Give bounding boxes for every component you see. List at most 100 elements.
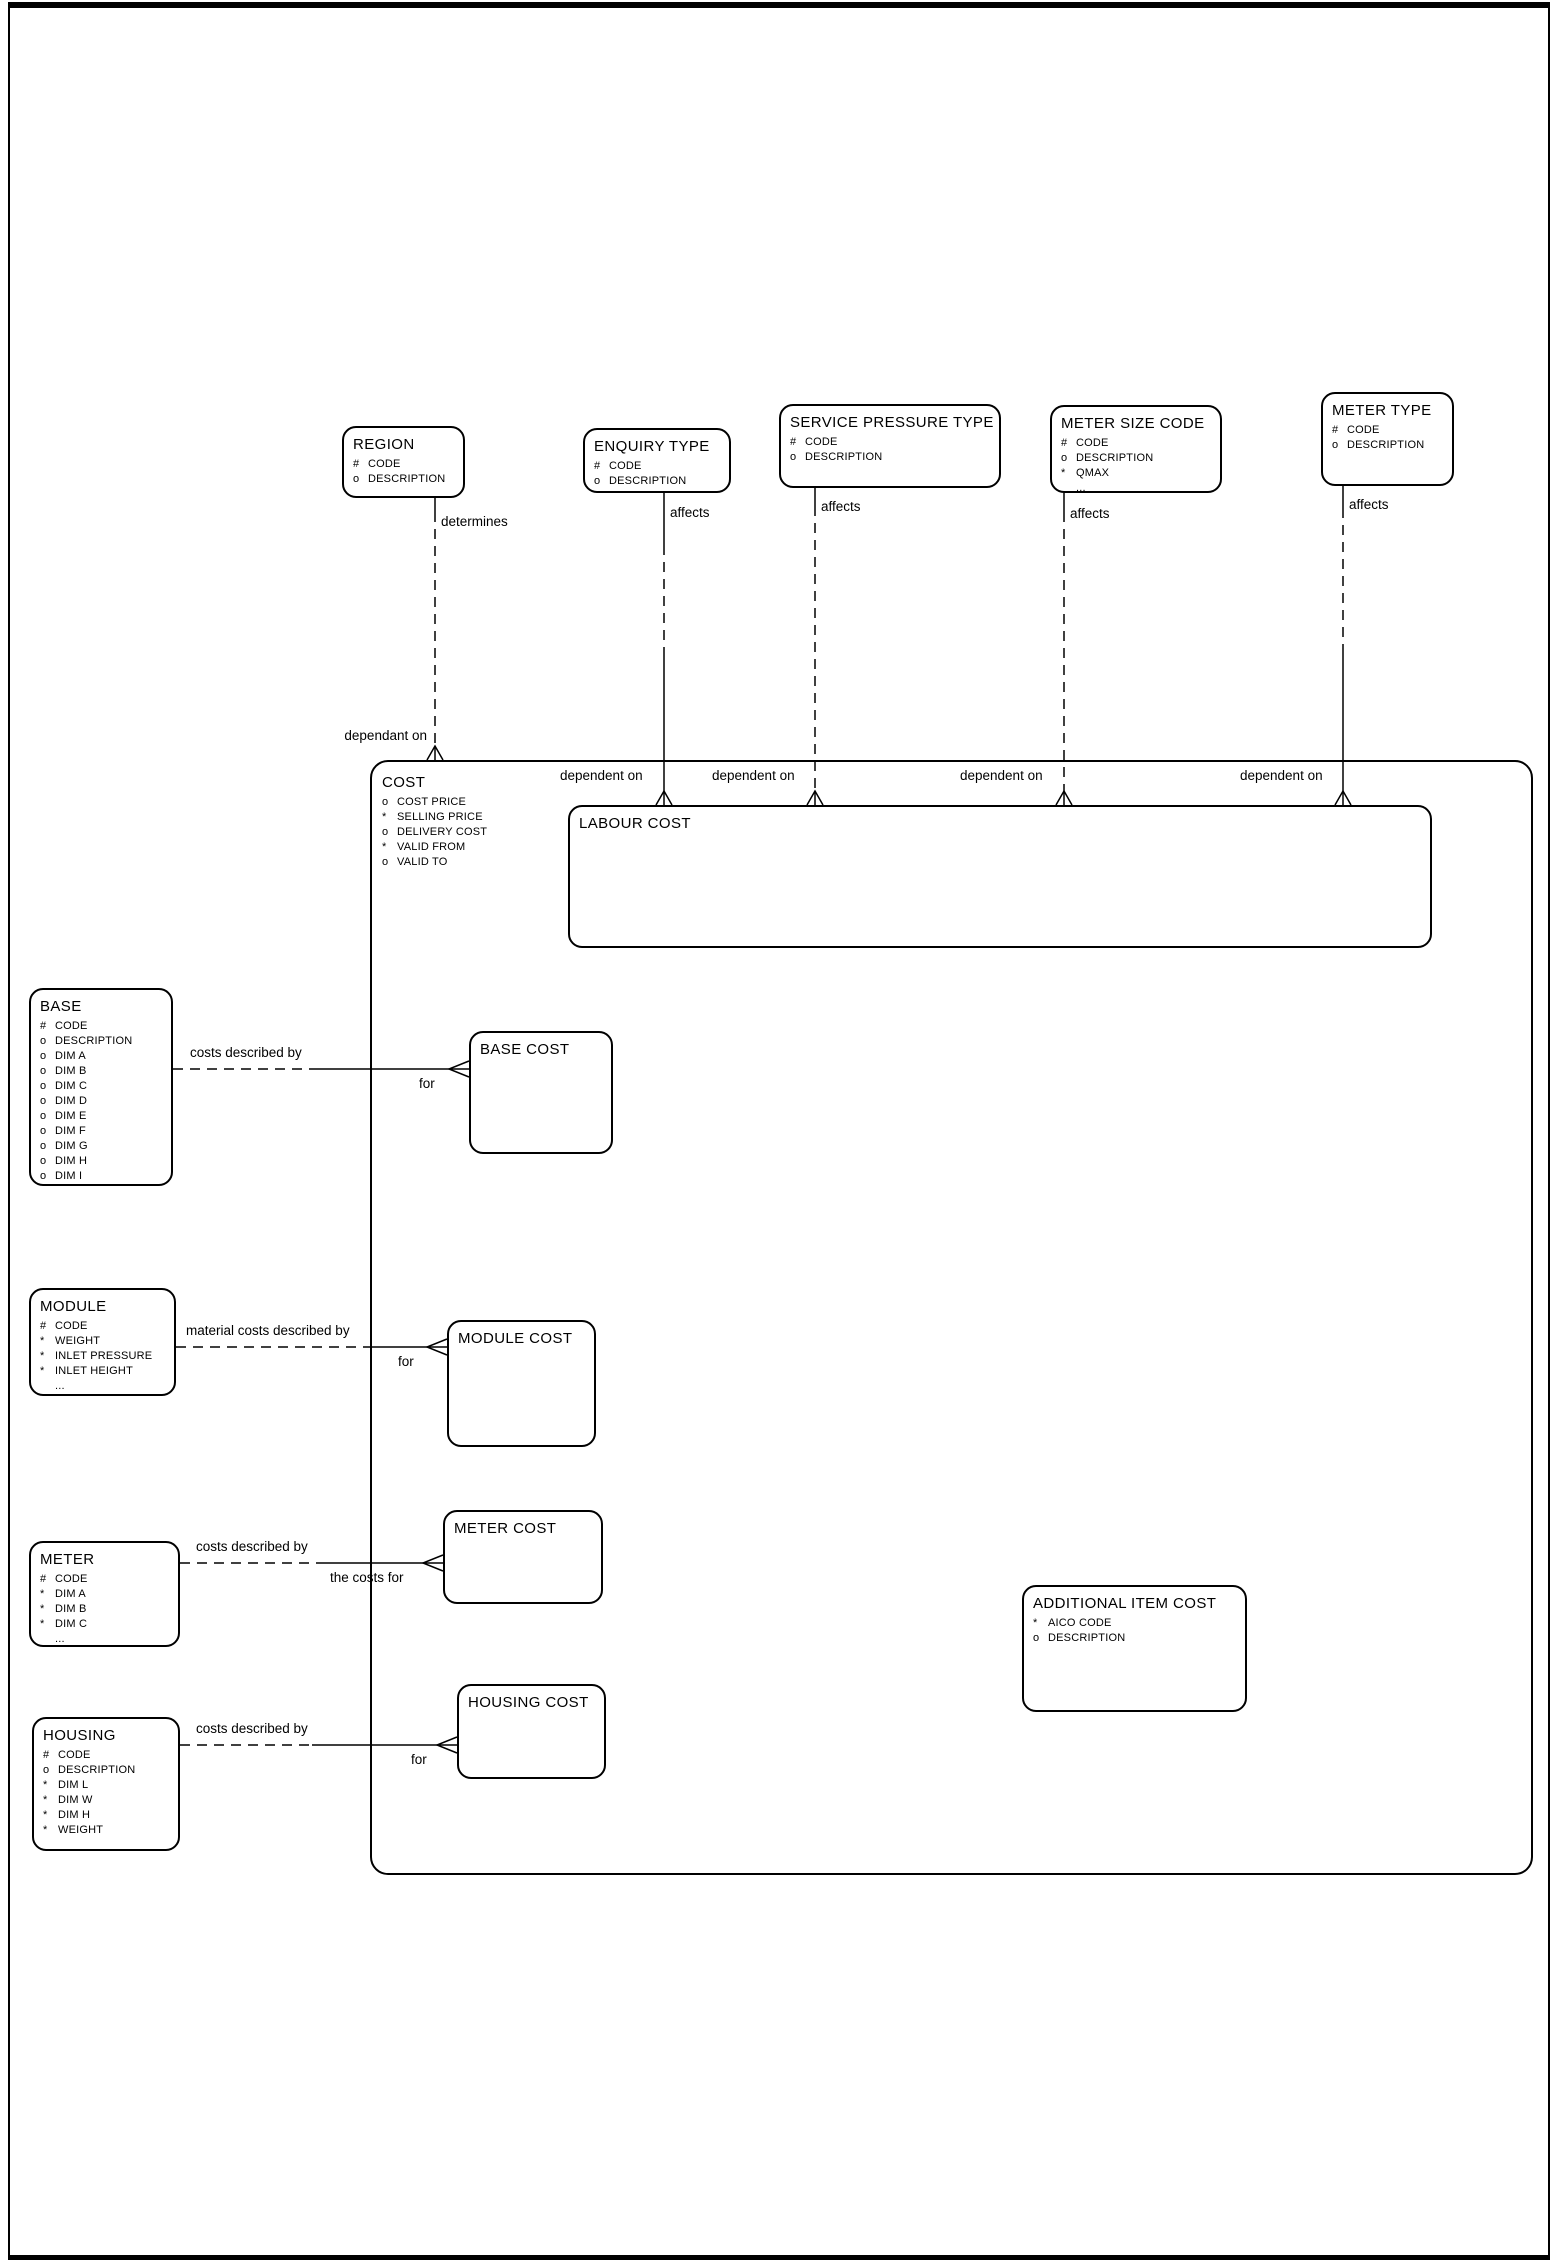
attribute-name: DESCRIPTION	[368, 473, 446, 485]
attribute-name: DIM H	[58, 1809, 91, 1821]
attribute-row: # CODE	[40, 1572, 169, 1587]
attribute-prefix: o	[40, 1035, 47, 1047]
attribute-row: o DIM C	[40, 1079, 162, 1094]
attribute-name: CODE	[368, 458, 401, 470]
attribute-name: INLET PRESSURE	[55, 1350, 153, 1362]
attribute-name: DIM G	[55, 1140, 88, 1152]
attribute-prefix: *	[40, 1335, 45, 1347]
relationship-label: costs described by	[190, 1045, 302, 1060]
relationship-label: for	[419, 1076, 435, 1091]
attribute-name: DIM D	[55, 1095, 88, 1107]
attribute-row: #CODE	[353, 457, 454, 472]
attribute-name: DIM F	[55, 1125, 86, 1137]
attribute-prefix: o	[1332, 439, 1339, 451]
attribute-name: DESCRIPTION	[1048, 1632, 1126, 1644]
attribute-name: CODE	[609, 460, 642, 472]
attribute-row: #CODE	[594, 459, 720, 474]
attribute-prefix: *	[40, 1603, 45, 1615]
entity-title: ADDITIONAL ITEM COST	[1033, 1595, 1217, 1612]
attribute-name: DIM C	[55, 1080, 88, 1092]
attribute-prefix: o	[1061, 452, 1068, 464]
attribute-prefix: o	[382, 856, 389, 868]
attribute-row: # CODE	[40, 1319, 165, 1334]
entity-labour-cost: LABOUR COST	[568, 805, 1432, 948]
attribute-name: SELLING PRICE	[397, 811, 483, 823]
attribute-name: ...	[55, 1380, 65, 1392]
attribute-prefix: *	[382, 841, 387, 853]
relationship-label: affects	[670, 505, 710, 520]
relationship-label: determines	[441, 514, 508, 529]
attribute-name: CODE	[1347, 424, 1380, 436]
attribute-prefix: *	[40, 1350, 45, 1362]
attribute-name: DIM C	[55, 1618, 88, 1630]
attribute-name: DESCRIPTION	[1076, 452, 1154, 464]
entity-meter-cost: METER COST	[443, 1510, 603, 1604]
attribute-row: * INLET PRESSURE	[40, 1349, 165, 1364]
relationship-label: dependent on	[960, 768, 1043, 783]
attribute-prefix: o	[790, 451, 797, 463]
attribute-row: o DIM E	[40, 1109, 162, 1124]
attribute-name: ...	[1076, 482, 1086, 494]
entity-title: METER SIZE CODE	[1061, 415, 1205, 432]
attribute-prefix: o	[40, 1110, 47, 1122]
entity-title: SERVICE PRESSURE TYPE	[790, 414, 994, 431]
attribute-row: *DIM B	[40, 1602, 169, 1617]
attribute-name: CODE	[55, 1573, 88, 1585]
attribute-row: o DIM F	[40, 1124, 162, 1139]
attribute-name: DESCRIPTION	[805, 451, 883, 463]
entity-title: BASE	[40, 998, 82, 1015]
entity-title: MODULE	[40, 1298, 107, 1315]
attribute-name: DIM A	[55, 1050, 86, 1062]
attribute-row: *DIM W	[43, 1793, 169, 1808]
relationship-label: for	[398, 1354, 414, 1369]
attribute-name: DESCRIPTION	[55, 1035, 133, 1047]
attribute-prefix: #	[40, 1573, 47, 1585]
entity-module-cost: MODULE COST	[447, 1320, 596, 1447]
attribute-name: CODE	[55, 1020, 88, 1032]
attribute-prefix: *	[382, 811, 387, 823]
attribute-name: DIM L	[58, 1779, 89, 1791]
attribute-prefix: o	[40, 1080, 47, 1092]
attribute-prefix: o	[40, 1095, 47, 1107]
attribute-prefix: o	[40, 1140, 47, 1152]
attribute-row: ...	[40, 1632, 169, 1647]
relationship-label: dependent on	[560, 768, 643, 783]
attribute-name: QMAX	[1076, 467, 1110, 479]
attribute-prefix: o	[353, 473, 360, 485]
attribute-row: ...	[40, 1379, 165, 1394]
attribute-prefix: #	[43, 1749, 50, 1761]
attribute-prefix: o	[40, 1125, 47, 1137]
attribute-prefix: #	[1332, 424, 1339, 436]
attribute-row: * DIM L	[43, 1778, 169, 1793]
attribute-row: *INLET HEIGHT	[40, 1364, 165, 1379]
attribute-prefix: o	[40, 1155, 47, 1167]
attribute-prefix: *	[1033, 1617, 1038, 1629]
attribute-prefix: o	[43, 1764, 50, 1776]
attribute-name: INLET HEIGHT	[55, 1365, 133, 1377]
attribute-row: o DIM G	[40, 1139, 162, 1154]
attribute-name: DIM I	[55, 1170, 83, 1182]
attribute-row: o DESCRIPTION	[40, 1034, 162, 1049]
attribute-row: o DESCRIPTION	[353, 472, 454, 487]
entity-title: MODULE COST	[458, 1330, 573, 1347]
attribute-prefix: #	[790, 436, 797, 448]
attribute-name: CODE	[1076, 437, 1109, 449]
entity-housing-cost: HOUSING COST	[457, 1684, 606, 1779]
relationship-label: dependant on	[344, 728, 427, 743]
attribute-prefix: o	[40, 1170, 47, 1182]
attribute-name: AICO CODE	[1048, 1617, 1112, 1629]
attribute-row: *VALID FROM	[382, 840, 1521, 855]
attribute-name: DIM E	[55, 1110, 87, 1122]
attribute-prefix: *	[43, 1779, 48, 1791]
relationship-label: the costs for	[330, 1570, 404, 1585]
attribute-prefix: #	[40, 1320, 47, 1332]
attribute-row: #CODE	[1061, 436, 1211, 451]
attribute-name: CODE	[55, 1320, 88, 1332]
